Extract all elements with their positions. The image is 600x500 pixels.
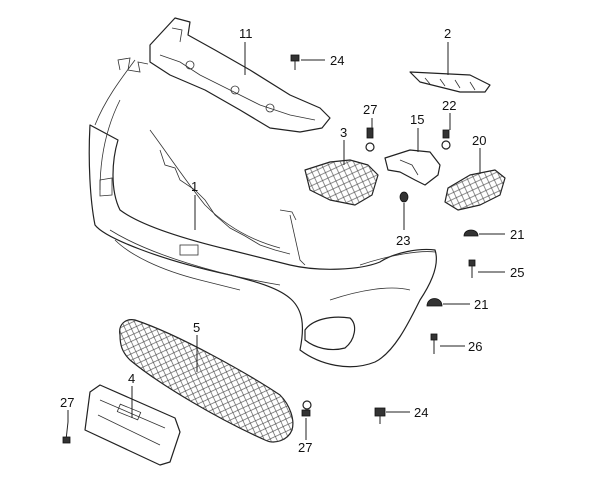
fastener-24-top: [290, 54, 300, 70]
fastener-27-top: [365, 127, 375, 152]
callout-2: 2: [444, 26, 451, 41]
fastener-22: [441, 129, 451, 150]
callout-22: 22: [442, 98, 456, 113]
callout-25: 25: [510, 265, 524, 280]
callout-1: 1: [191, 179, 198, 194]
fastener-24-lower: [374, 407, 386, 424]
callout-20: 20: [472, 133, 486, 148]
callout-11: 11: [239, 26, 253, 41]
callout-5: 5: [193, 320, 200, 335]
callout-26: 26: [468, 339, 482, 354]
callout-27-top: 27: [363, 102, 377, 117]
callout-24-lower: 24: [414, 405, 428, 420]
fastener-23: [399, 191, 409, 203]
callout-15: 15: [410, 112, 424, 127]
bracket-center: [384, 149, 441, 186]
lower-grille-mesh: [119, 319, 294, 443]
fastener-21b: [426, 298, 443, 307]
grille-insert-left: [304, 159, 379, 206]
fastener-27-left: [62, 421, 71, 444]
fastener-27-lower: [301, 400, 312, 417]
callout-24-top: 24: [330, 53, 344, 68]
leader-lines: [67, 42, 505, 440]
callout-labels: 11 24 2 27 15 22 3 20 1 23 21 25 21 5 26…: [60, 26, 524, 455]
callout-21-upper: 21: [510, 227, 524, 242]
license-plate-bracket: [84, 384, 181, 466]
callout-21-lower: 21: [474, 297, 488, 312]
callout-3: 3: [340, 125, 347, 140]
fastener-21a: [463, 229, 479, 237]
upper-absorber: [149, 17, 331, 133]
callout-27-lower: 27: [298, 440, 312, 455]
bracket-right-upper: [409, 71, 491, 93]
fastener-25: [468, 259, 476, 278]
grille-insert-right: [444, 169, 506, 211]
callout-4: 4: [128, 371, 135, 386]
bumper-cover: [88, 57, 437, 368]
callout-23: 23: [396, 233, 410, 248]
fastener-26: [430, 333, 438, 354]
callout-27-left: 27: [60, 395, 74, 410]
